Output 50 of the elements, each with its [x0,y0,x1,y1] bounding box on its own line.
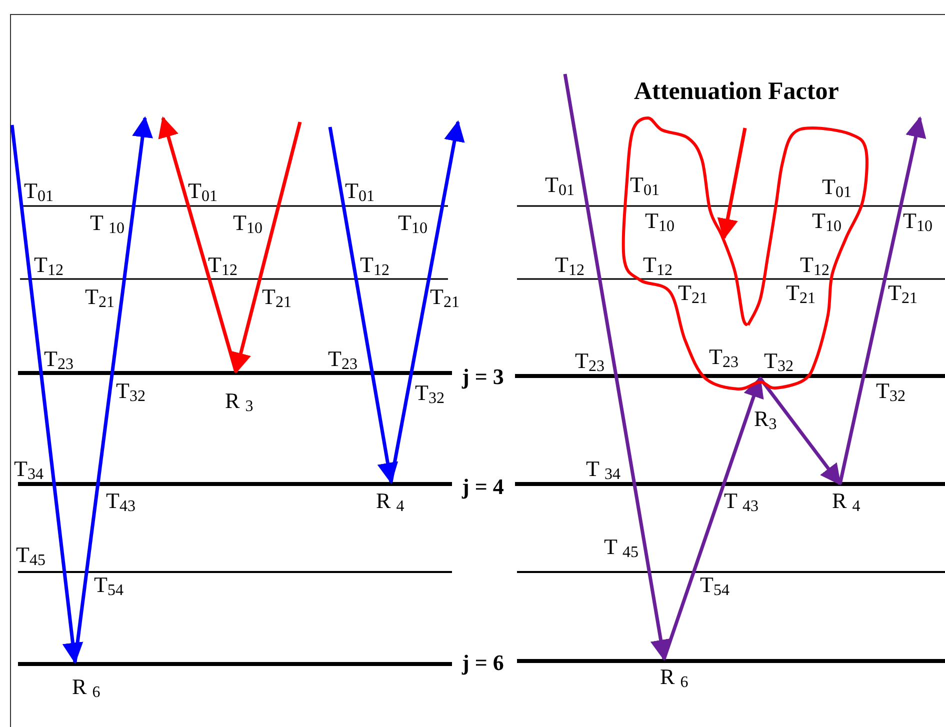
coefficient-label: T$_{01}$ [24,180,54,205]
layer-index-label: j = 4 [462,476,504,498]
coefficient-label: T$_{34}$ [14,458,44,483]
coefficient-label: T$_{12}$ [34,254,64,279]
coefficient-label: T $_{10}$ [90,212,125,237]
reflection-label: R $_{4}$ [832,490,860,515]
coefficient-label: T$_{01}$ [630,174,660,199]
coefficient-label: T$_{21}$ [262,286,292,311]
coefficient-label: T$_{10}$ [398,212,428,237]
coefficient-label: T$_{32}$ [764,350,794,375]
coefficient-label: T$_{54}$ [94,574,124,599]
coefficient-label: T$_{54}$ [700,574,730,599]
coefficient-label: T$_{21}$ [430,286,460,311]
reflection-label: R $_{4}$ [376,490,404,515]
reflection-label: R $_{6}$ [660,666,688,691]
coefficient-label: T$_{32}$ [415,382,444,407]
coefficient-label: T$_{43}$ [106,490,136,515]
coefficient-label: T$_{01}$ [822,176,852,201]
coefficient-label: T$_{12}$ [208,254,238,279]
coefficient-label: T$_{10}$ [812,210,842,235]
coefficient-label: T$_{01}$ [545,174,574,199]
diagram-title: Attenuation Factor [634,79,839,104]
coefficient-label: T$_{32}$ [116,380,146,405]
coefficient-label: T$_{01}$ [345,180,374,205]
coefficient-label: T$_{21}$ [85,286,114,311]
coefficient-label: T$_{10}$ [903,210,932,235]
coefficient-label: T $_{43}$ [724,490,759,515]
coefficient-label: T$_{23}$ [709,346,738,371]
coefficient-label: T$_{21}$ [786,282,816,307]
coefficient-label: T $_{45}$ [604,536,639,561]
coefficient-label: T$_{12}$ [800,254,830,279]
coefficient-label: T$_{23}$ [575,350,604,375]
coefficient-label: T$_{01}$ [188,180,218,205]
reflection-label: R $_{3}$ [225,390,254,415]
coefficient-label: T$_{12}$ [360,254,390,279]
coefficient-label: T$_{10}$ [233,212,262,237]
layer-index-label: j = 6 [462,652,504,674]
coefficient-label: T$_{12}$ [555,254,584,279]
coefficient-label: T$_{32}$ [876,380,906,405]
coefficient-label: T$_{23}$ [328,348,358,373]
layer-index-label: j = 3 [462,366,504,388]
coefficient-label: T $_{34}$ [586,458,621,483]
coefficient-label: T$_{21}$ [678,282,708,307]
coefficient-label: T$_{45}$ [16,544,46,569]
coefficient-label: T$_{23}$ [44,348,74,373]
reflection-label: R$_{3}$ [754,408,777,433]
coefficient-label: T$_{10}$ [645,210,674,235]
coefficient-label: T$_{21}$ [888,282,918,307]
reflection-label: R $_{6}$ [72,676,100,701]
coefficient-label: T$_{12}$ [643,254,672,279]
